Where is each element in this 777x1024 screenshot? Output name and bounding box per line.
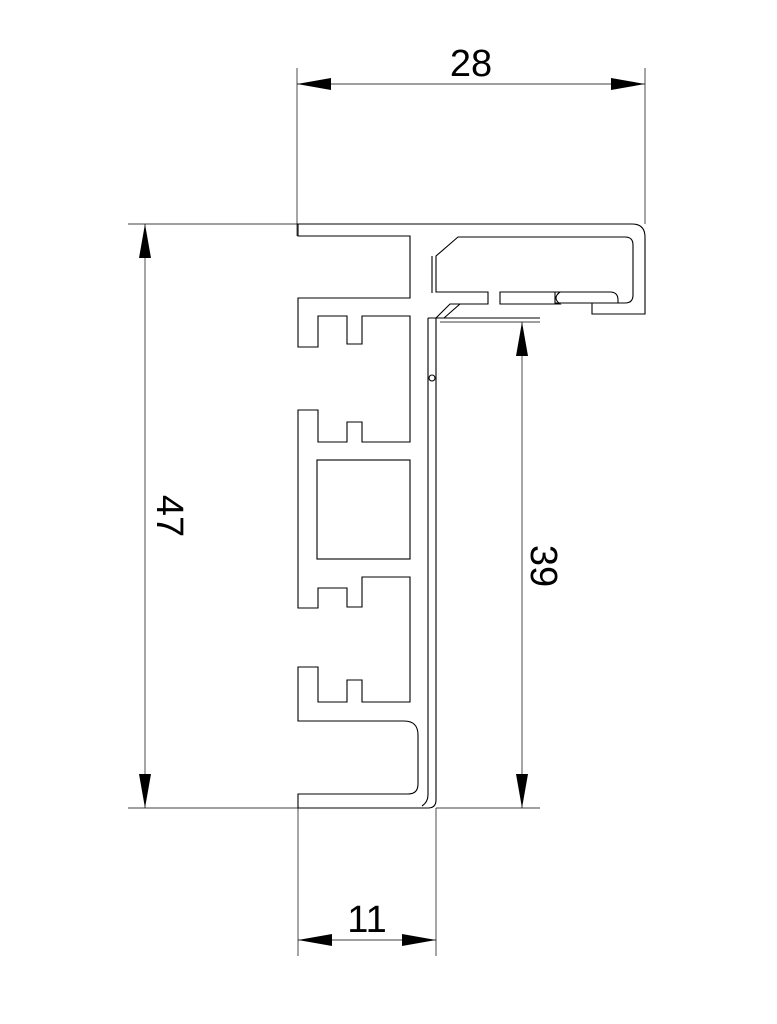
arrow-bottom-left: [298, 934, 332, 946]
arrow-right-bottom: [516, 774, 528, 808]
dimension-bottom-width: 11: [297, 808, 437, 956]
profile-web-lip: [428, 303, 540, 319]
profile-section: [297, 223, 646, 809]
arrow-left-top: [139, 224, 151, 258]
dimension-label-left: 47: [148, 495, 190, 537]
profile-top-channel: [499, 291, 562, 305]
profile-outer-outline: [297, 223, 646, 809]
dimension-label-bottom: 11: [347, 899, 386, 941]
dimension-label-top: 28: [450, 43, 492, 85]
arrow-left-bottom: [139, 774, 151, 808]
profile-right-hook: [554, 291, 619, 304]
profile-web-notch: [428, 374, 436, 382]
arrow-right-top: [516, 322, 528, 356]
dimension-label-right: 39: [522, 545, 564, 587]
dimension-top-width: 28: [296, 43, 646, 236]
arrow-top-left: [297, 78, 331, 90]
dimension-left-height: 47: [128, 223, 298, 809]
profile-center-chamber: [316, 459, 411, 560]
arrow-bottom-right: [402, 934, 436, 946]
arrow-top-right: [611, 78, 645, 90]
dimension-right-height: 39: [436, 321, 564, 809]
profile-web-inner-edge: [421, 318, 429, 807]
